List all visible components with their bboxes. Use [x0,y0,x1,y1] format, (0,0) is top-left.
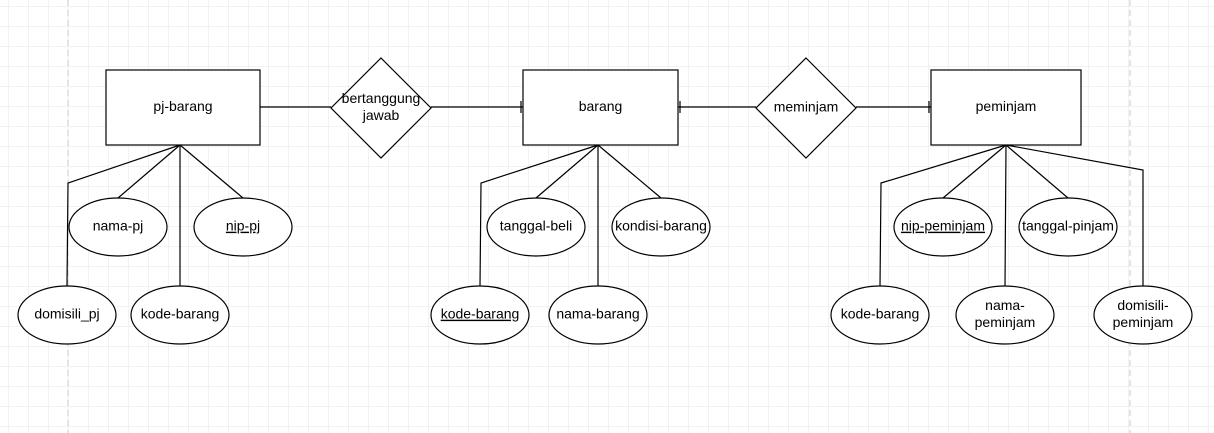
attribute-pj-barang-nip-pj-label: nip-pj [226,218,260,234]
attribute-barang-kode-barang[interactable] [430,285,530,345]
attribute-connector-2 [179,144,244,199]
connector-layer [66,101,1144,287]
attribute-peminjam-nama-peminjam-label-line-2: peminjam [975,314,1036,330]
attribute-peminjam-domisili-peminjam-label-line-1: domisili- [1117,297,1169,313]
attribute-connector-11 [879,144,1007,287]
attribute-barang-kondisi-barang-label: kondisi-barang [615,218,707,234]
attribute-pj-barang-nama-pj-label: nama-pj [93,218,144,234]
entity-pj-barang[interactable] [105,69,261,146]
attribute-pj-barang-nip-pj[interactable] [193,197,293,257]
attribute-pj-barang-domisili-pj[interactable] [17,285,117,345]
attribute-peminjam-nama-peminjam[interactable] [955,285,1055,345]
attribute-connector-3 [66,144,181,287]
entity-barang[interactable] [522,69,679,146]
attribute-connector-9 [942,144,1007,199]
attribute-connector-7 [479,144,599,287]
attribute-pj-barang-kode-barang-label: kode-barang [141,306,220,322]
attribute-pj-barang-domisili-pj-label: domisili_pj [34,306,99,322]
relationship-meminjam-label: meminjam [774,99,839,115]
attribute-barang-nama-barang-label: nama-barang [556,306,639,322]
entity-peminjam-label: peminjam [976,98,1037,114]
attribute-peminjam-domisili-peminjam[interactable] [1093,285,1193,345]
relationship-bertanggung-jawab-label-line-2: jawab [362,107,400,123]
attribute-peminjam-kode-barang[interactable] [830,285,930,345]
attribute-peminjam-tanggal-pinjam[interactable] [1018,197,1118,257]
relationship-bertanggung-jawab-label-line-1: bertanggung [342,90,421,106]
attribute-barang-tanggal-beli[interactable] [486,197,586,257]
entity-barang-label: barang [579,98,623,114]
attribute-connector-10 [1005,144,1069,199]
entity-peminjam[interactable] [930,69,1082,146]
attribute-barang-tanggal-beli-label: tanggal-beli [500,218,572,234]
attribute-barang-kondisi-barang[interactable] [611,197,711,257]
attribute-connector-5 [535,144,599,199]
attribute-pj-barang-nama-pj[interactable] [68,197,168,257]
attribute-connector-6 [597,144,662,199]
entity-pj-barang-label: pj-barang [153,98,212,114]
attribute-peminjam-kode-barang-label: kode-barang [841,306,920,322]
attribute-peminjam-tanggal-pinjam-label: tanggal-pinjam [1022,218,1114,234]
attribute-barang-nama-barang[interactable] [548,285,648,345]
attribute-barang-kode-barang-label: kode-barang [441,306,520,322]
attribute-peminjam-nip-peminjam-label: nip-peminjam [901,218,985,234]
attribute-pj-barang-kode-barang[interactable] [130,285,230,345]
attribute-connector-1 [117,144,181,199]
attribute-peminjam-domisili-peminjam-label-line-2: peminjam [1113,314,1174,330]
attribute-peminjam-nama-peminjam-label-line-1: nama- [985,297,1025,313]
attribute-connector-13 [1005,144,1144,286]
relationship-meminjam[interactable] [755,57,857,159]
attribute-peminjam-nip-peminjam[interactable] [893,197,993,257]
relationship-bertanggung-jawab[interactable] [330,57,432,159]
attribute-connector-12 [1004,144,1007,287]
